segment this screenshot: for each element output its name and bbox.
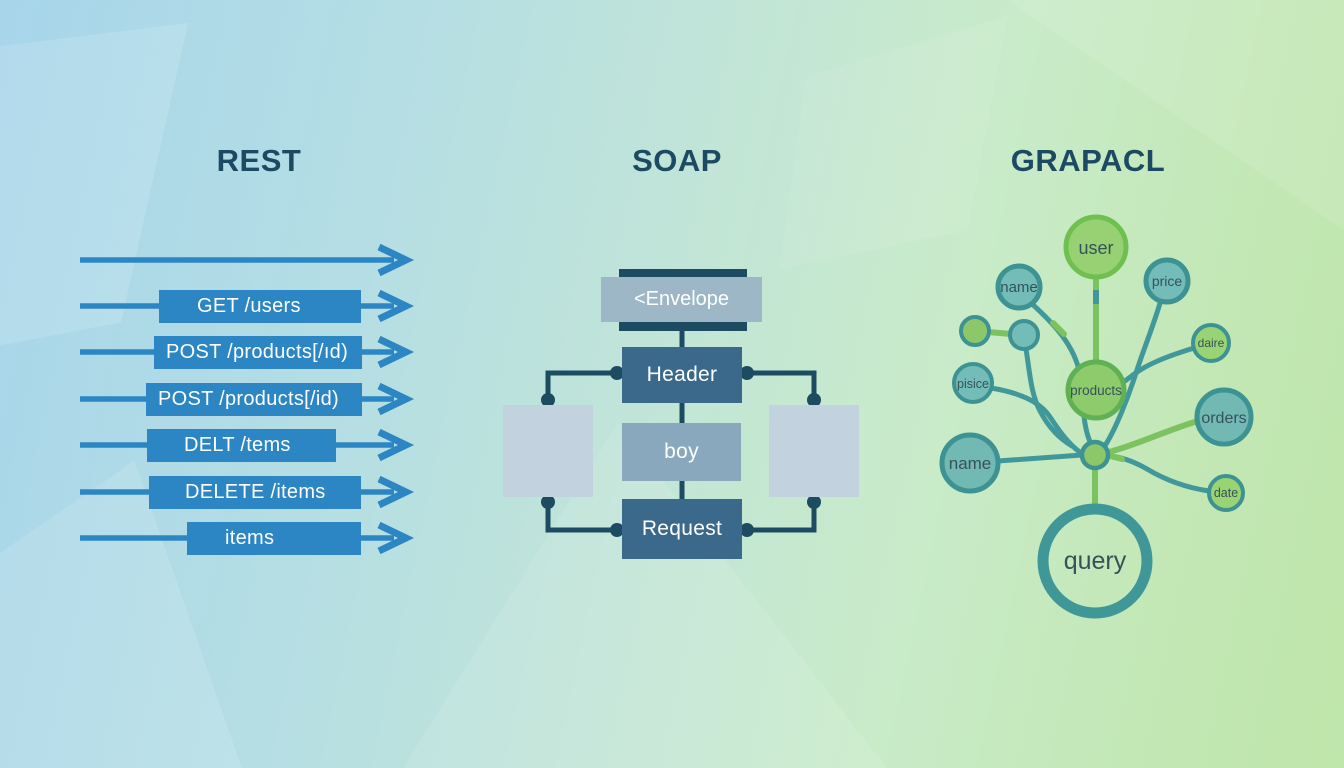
rest-endpoint-bar: items bbox=[187, 521, 361, 555]
node-products: products bbox=[1065, 359, 1127, 421]
node-products-label: products bbox=[1070, 383, 1122, 398]
node-user: user bbox=[1063, 214, 1129, 280]
node-daire: daire bbox=[1191, 323, 1231, 363]
node-orders-label: orders bbox=[1201, 410, 1246, 427]
soap-envelope-box: <Envelope bbox=[601, 277, 762, 322]
rest-endpoint-label: DELETE /items bbox=[185, 480, 326, 503]
node-small-green bbox=[959, 315, 991, 347]
node-pisice-label: pisice bbox=[957, 377, 989, 391]
rest-column-title: REST bbox=[216, 143, 302, 178]
rest-endpoint-bar: POST /products[/id) bbox=[146, 382, 362, 416]
soap-request-label: Request bbox=[641, 517, 723, 540]
graphql-column-title: GRAPACL bbox=[1010, 143, 1166, 178]
soap-request-box: Request bbox=[622, 499, 742, 559]
node-daire-label: daire bbox=[1198, 336, 1225, 350]
rest-endpoint-label: DELT /tems bbox=[184, 433, 291, 456]
arrowhead-icon bbox=[377, 382, 415, 416]
rest-endpoint-bar: GET /users bbox=[159, 289, 361, 323]
rest-endpoint-label: POST /products[/id) bbox=[158, 387, 339, 410]
arrowhead-icon bbox=[377, 475, 415, 509]
node-price-label: price bbox=[1152, 273, 1183, 289]
arrowhead-icon bbox=[377, 428, 415, 462]
node-date-label: date bbox=[1214, 486, 1238, 500]
rest-endpoint-bar: DELETE /items bbox=[149, 475, 361, 509]
rest-endpoint-bar: POST /products[/ıd) bbox=[154, 335, 362, 369]
node-user-label: user bbox=[1078, 238, 1113, 258]
rest-endpoint-bar: DELT /tems bbox=[147, 428, 336, 462]
node-hub bbox=[1079, 439, 1111, 471]
arrowhead-icon bbox=[377, 289, 415, 323]
rest-endpoint-label: items bbox=[225, 526, 275, 549]
rest-endpoint-label: POST /products[/ıd) bbox=[166, 340, 349, 363]
node-query: query bbox=[1037, 503, 1153, 619]
arrowhead-icon bbox=[377, 521, 415, 555]
node-name-top-label: name bbox=[1000, 279, 1038, 296]
node-price: price bbox=[1143, 257, 1191, 305]
arrowhead-icon bbox=[377, 335, 415, 369]
soap-header-label: Header bbox=[646, 363, 718, 386]
arrowhead-icon bbox=[377, 243, 415, 277]
node-orders: orders bbox=[1194, 387, 1254, 447]
node-date: date bbox=[1207, 474, 1245, 512]
graphql-green-edges bbox=[985, 274, 1201, 514]
rest-endpoint-label: GET /users bbox=[197, 294, 301, 317]
node-name-top: name bbox=[995, 263, 1043, 311]
soap-body-label: boy bbox=[664, 440, 699, 463]
soap-left-icon-panel bbox=[503, 405, 593, 497]
soap-envelope-label: <Envelope bbox=[633, 288, 730, 310]
node-query-label: query bbox=[1064, 547, 1127, 575]
node-small-teal bbox=[1008, 319, 1040, 351]
node-name-bottom-label: name bbox=[949, 454, 992, 473]
soap-body-box: boy bbox=[622, 423, 741, 481]
soap-column-title: SOAP bbox=[632, 143, 722, 178]
graphql-teal-edges bbox=[988, 297, 1212, 494]
soap-header-box: Header bbox=[622, 347, 742, 403]
soap-right-icon-panel bbox=[769, 405, 859, 497]
node-name-bottom: name bbox=[939, 432, 1001, 494]
node-pisice: pisice bbox=[952, 362, 994, 404]
